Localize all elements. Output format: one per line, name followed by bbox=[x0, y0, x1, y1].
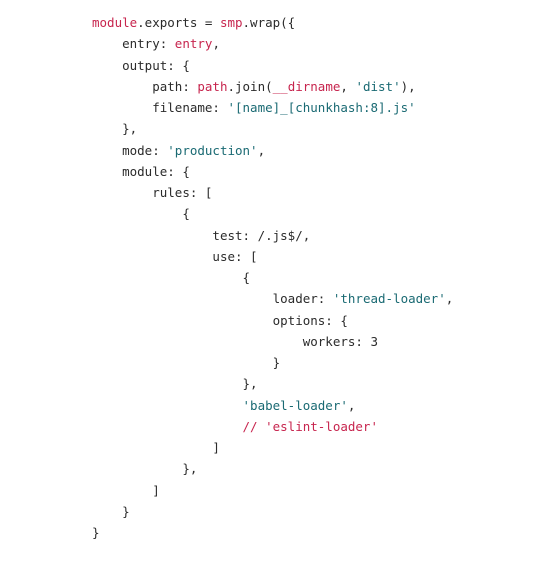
code-token: , bbox=[340, 78, 356, 94]
code-indent bbox=[92, 483, 152, 498]
code-line: 'babel-loader', bbox=[92, 395, 453, 416]
code-identifier: path bbox=[197, 78, 228, 94]
code-line: use: [ bbox=[92, 246, 453, 267]
code-line: loader: 'thread-loader', bbox=[92, 288, 454, 309]
code-indent bbox=[92, 461, 182, 476]
code-token: .exports = bbox=[137, 15, 220, 30]
code-indent bbox=[92, 313, 273, 328]
code-indent bbox=[92, 185, 152, 200]
code-token: , bbox=[212, 36, 220, 52]
code-token: .join( bbox=[227, 78, 273, 94]
code-token: }, bbox=[242, 376, 258, 392]
code-indent bbox=[92, 270, 243, 285]
code-line: module.exports = smp.wrap({ bbox=[92, 12, 453, 33]
code-line: filename: '[name]_[chunkhash:8].js' bbox=[92, 97, 453, 118]
code-line: rules: [ bbox=[92, 182, 453, 203]
code-token: } bbox=[92, 525, 100, 540]
code-token: output: { bbox=[122, 57, 190, 73]
code-line: }, bbox=[92, 373, 453, 394]
code-string: 'production' bbox=[167, 142, 258, 158]
code-line: module: { bbox=[92, 161, 453, 182]
code-indent bbox=[92, 100, 152, 115]
code-indent bbox=[92, 376, 243, 391]
code-indent bbox=[92, 206, 182, 221]
code-indent bbox=[92, 36, 122, 51]
code-token: path: bbox=[152, 78, 198, 94]
code-indent bbox=[92, 334, 303, 349]
code-identifier: entry bbox=[174, 36, 213, 52]
code-line: workers: 3 bbox=[92, 331, 453, 352]
code-comment: // 'eslint-loader' bbox=[242, 418, 378, 434]
code-token: { bbox=[242, 270, 251, 285]
code-line: path: path.join(__dirname, 'dist'), bbox=[92, 76, 453, 97]
code-token: entry: bbox=[122, 36, 175, 52]
code-token: }, bbox=[122, 121, 138, 137]
code-indent bbox=[92, 419, 243, 434]
code-indent bbox=[92, 291, 273, 306]
code-line: } bbox=[92, 352, 453, 373]
code-line: { bbox=[92, 203, 453, 224]
code-indent bbox=[92, 228, 212, 243]
code-line: ] bbox=[92, 480, 453, 501]
code-line: }, bbox=[92, 118, 453, 139]
code-token: } bbox=[272, 355, 281, 370]
code-token: module: { bbox=[122, 163, 190, 179]
code-token: filename: bbox=[152, 100, 228, 115]
code-token: workers: 3 bbox=[302, 333, 378, 349]
code-indent bbox=[92, 79, 152, 94]
code-line: { bbox=[92, 267, 453, 288]
code-line: // 'eslint-loader' bbox=[92, 416, 453, 437]
code-indent bbox=[92, 249, 212, 264]
code-indent bbox=[92, 121, 122, 136]
code-token: }, bbox=[182, 461, 198, 477]
code-token: } bbox=[122, 503, 130, 519]
code-block: module.exports = smp.wrap({ entry: entry… bbox=[92, 12, 453, 543]
code-line: test: /.js$/, bbox=[92, 225, 453, 246]
code-indent bbox=[92, 164, 122, 179]
code-token: rules: [ bbox=[152, 185, 213, 200]
code-line: mode: 'production', bbox=[92, 140, 453, 161]
code-line: } bbox=[92, 522, 453, 543]
code-identifier: smp bbox=[219, 15, 243, 30]
code-token: options: { bbox=[272, 312, 348, 328]
code-indent bbox=[92, 58, 122, 73]
code-indent bbox=[92, 504, 122, 519]
code-token: ] bbox=[152, 482, 160, 498]
code-token: ] bbox=[212, 440, 220, 455]
code-line: } bbox=[92, 501, 453, 522]
code-token: , bbox=[445, 291, 454, 307]
code-string: 'babel-loader' bbox=[242, 397, 348, 413]
code-line: output: { bbox=[92, 55, 453, 76]
code-string: '[name]_[chunkhash:8].js' bbox=[227, 100, 416, 115]
code-token: ), bbox=[400, 78, 416, 94]
code-identifier: __dirname bbox=[272, 78, 341, 94]
code-token: mode: bbox=[122, 142, 168, 158]
code-identifier: module bbox=[92, 15, 138, 30]
code-indent bbox=[92, 398, 243, 413]
code-token: loader: bbox=[272, 291, 333, 307]
code-token: .wrap({ bbox=[242, 15, 296, 30]
code-token: use: [ bbox=[212, 248, 258, 264]
code-string: 'thread-loader' bbox=[332, 291, 446, 307]
code-line: options: { bbox=[92, 310, 453, 331]
code-indent bbox=[92, 440, 212, 455]
code-indent bbox=[92, 143, 122, 158]
code-line: entry: entry, bbox=[92, 33, 453, 54]
code-string: 'dist' bbox=[355, 78, 401, 94]
code-token: { bbox=[182, 206, 190, 222]
code-token: , bbox=[257, 142, 266, 158]
code-token: test: /.js$/, bbox=[212, 227, 311, 243]
code-line: }, bbox=[92, 458, 453, 479]
code-indent bbox=[92, 355, 273, 370]
code-line: ] bbox=[92, 437, 453, 458]
code-token: , bbox=[347, 397, 356, 413]
